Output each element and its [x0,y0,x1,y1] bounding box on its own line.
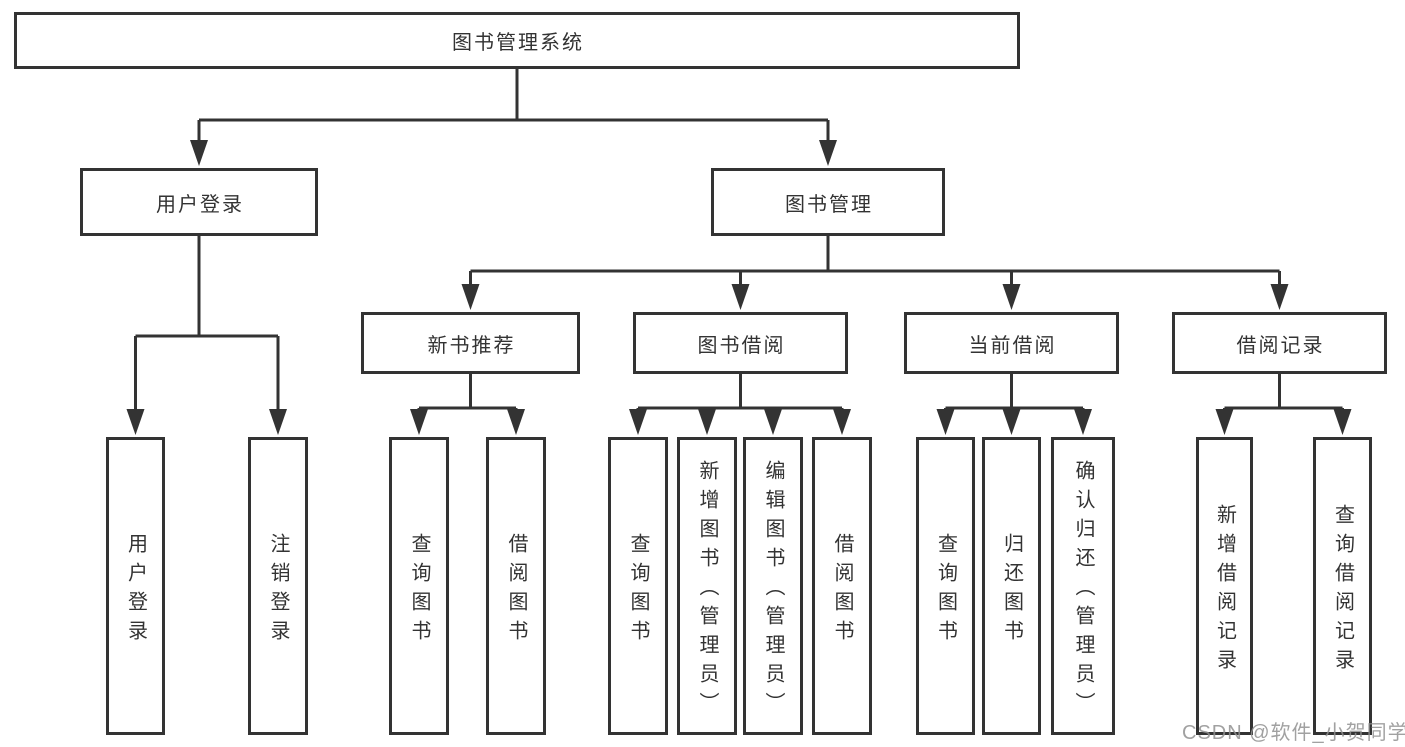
arrowhead-icon [507,409,525,435]
arrowhead-icon [410,409,428,435]
node-label: 确认归还（管理员） [1072,460,1094,721]
node-current-borrowing: 当前借阅 [904,312,1119,374]
arrowhead-icon [819,140,837,166]
connector-root-to-level2 [190,68,837,166]
node-label: 注销登录 [267,532,289,649]
leaf-records-add-record: 新增借阅记录 [1196,437,1253,735]
arrowhead-icon [731,284,750,310]
node-label: 归还图书 [1000,532,1023,649]
node-label: 查询图书 [408,532,430,649]
leaf-current-confirm-return-admin: 确认归还（管理员） [1051,437,1115,735]
leaf-borrowing-add-books-admin: 新增图书（管理员） [677,437,737,735]
leaf-current-return-books: 归还图书 [982,437,1041,735]
connector-user-login-children [126,236,287,435]
node-label: 图书借阅 [697,334,786,357]
arrowhead-icon [833,409,851,435]
arrowhead-icon [1002,284,1021,310]
arrowhead-icon [1270,284,1289,310]
connector-current-borrowing-children [936,374,1092,435]
leaf-recommend-borrow-books: 借阅图书 [486,437,546,735]
node-label: 用户登录 [156,193,244,216]
node-new-book-recommend: 新书推荐 [361,312,580,374]
node-library-system: 图书管理系统 [14,12,1020,69]
node-label: 借阅图书 [505,532,527,649]
connector-book-management-children [461,236,1289,310]
node-label: 查询借阅记录 [1331,503,1354,678]
arrowhead-icon [126,409,145,435]
node-label: 查询图书 [934,532,957,649]
leaf-borrowing-borrow-books: 借阅图书 [812,437,872,735]
node-label: 用户登录 [124,532,147,649]
arrowhead-icon [1215,409,1234,435]
node-label: 新增图书（管理员） [696,460,718,721]
arrowhead-icon [190,140,208,166]
leaf-borrowing-query-books: 查询图书 [608,437,668,735]
arrowhead-icon [698,409,716,435]
node-label: 新增借阅记录 [1213,503,1236,678]
node-label: 当前借阅 [968,334,1057,357]
leaf-current-query-books: 查询图书 [916,437,975,735]
node-label: 图书管理 [785,193,873,216]
connector-borrowing-records-children [1215,374,1352,435]
node-label: 编辑图书（管理员） [762,460,784,721]
connector-book-borrowing-children [629,374,851,435]
leaf-user-login: 用户登录 [106,437,165,735]
arrowhead-icon [764,409,782,435]
arrowhead-icon [629,409,647,435]
node-label: 借阅图书 [831,532,853,649]
node-label: 图书管理系统 [452,32,584,54]
leaf-borrowing-edit-books-admin: 编辑图书（管理员） [743,437,803,735]
arrowhead-icon [269,409,287,435]
connector-new-book-recommend-children [410,374,525,435]
node-user-login: 用户登录 [80,168,318,236]
node-label: 新书推荐 [427,334,516,357]
arrowhead-icon [1333,409,1352,435]
leaf-logout: 注销登录 [248,437,308,735]
arrowhead-icon [936,409,955,435]
leaf-recommend-query-books: 查询图书 [389,437,449,735]
arrowhead-icon [1002,409,1021,435]
arrowhead-icon [1074,409,1092,435]
node-label: 查询图书 [627,532,649,649]
node-label: 借阅记录 [1236,334,1325,357]
node-borrowing-records: 借阅记录 [1172,312,1387,374]
arrowhead-icon [461,284,480,310]
node-book-management: 图书管理 [711,168,945,236]
leaf-records-query-record: 查询借阅记录 [1313,437,1372,735]
node-book-borrowing: 图书借阅 [633,312,848,374]
watermark-text: CSDN @软件_小贺同学 [1182,722,1405,744]
